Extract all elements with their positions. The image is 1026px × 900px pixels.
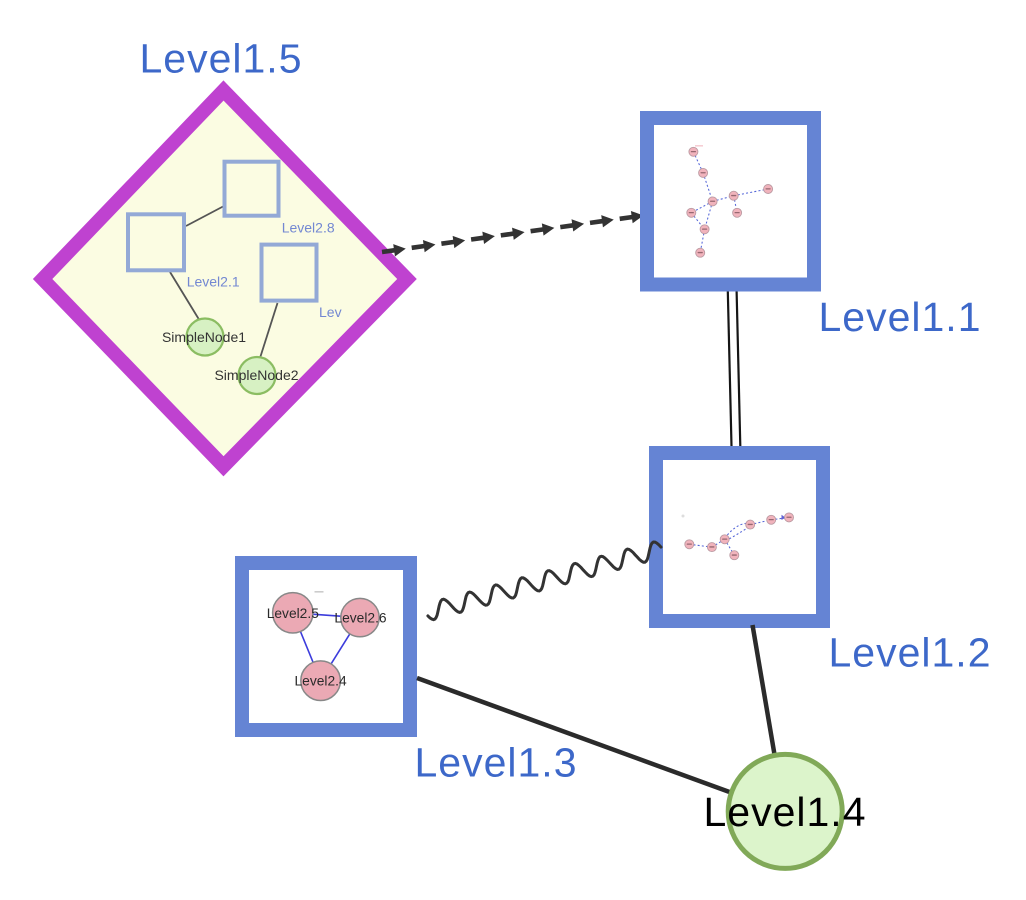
svg-text:Level1.1: Level1.1 [818, 294, 981, 340]
svg-text:Level1.2: Level1.2 [828, 630, 991, 676]
svg-text:Level2.5: Level2.5 [267, 606, 319, 621]
svg-text:SimpleNode2: SimpleNode2 [214, 367, 298, 383]
svg-text:Lev: Lev [319, 304, 342, 320]
svg-text:Level1.3: Level1.3 [414, 740, 577, 786]
svg-text:Level1.5: Level1.5 [139, 36, 302, 82]
svg-text:Level1.4: Level1.4 [703, 789, 866, 835]
svg-text:Level2.6: Level2.6 [334, 611, 386, 626]
svg-text:Level2.1: Level2.1 [187, 274, 240, 290]
svg-text:Level2.8: Level2.8 [282, 219, 335, 235]
svg-text:Level2.4: Level2.4 [295, 674, 347, 689]
svg-text:SimpleNode1: SimpleNode1 [162, 329, 246, 345]
